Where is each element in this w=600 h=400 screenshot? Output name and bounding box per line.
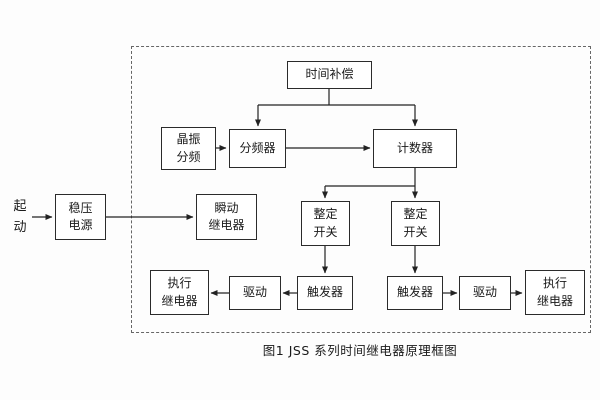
start-label-line1: 起 [13,199,27,215]
block-time-compensation-label: 时间补偿 [305,67,354,82]
block-drive-left-label: 驱动 [242,285,267,300]
block-instant-relay: 瞬动 继电器 [196,194,257,240]
block-trigger-right: 触发器 [387,276,443,310]
block-exec-relay-right-line1: 执行 [542,276,567,291]
block-crystal-line2: 分频 [176,149,201,164]
block-setting-switch-right: 整定 开关 [391,201,440,246]
block-power-supply-line2: 电源 [68,218,93,232]
block-counter: 计数器 [373,129,457,168]
diagram-caption: 图1 JSS 系列时间继电器原理框图 [262,343,458,358]
block-exec-relay-left: 执行 继电器 [150,270,209,315]
block-drive-right-label: 驱动 [472,285,497,300]
block-setting-switch-left: 整定 开关 [301,201,350,246]
block-setting-switch-left-line1: 整定 [313,207,338,222]
block-exec-relay-left-line1: 执行 [167,276,192,291]
block-drive-left: 驱动 [229,276,281,310]
block-setting-switch-left-line2: 开关 [313,224,338,239]
block-crystal-divider: 晶振 分频 [161,127,216,170]
block-setting-switch-right-line1: 整定 [403,207,428,222]
block-instant-relay-line2: 继电器 [208,218,245,232]
block-power-supply: 稳压 电源 [55,194,106,240]
start-label: 起 动 [6,195,34,241]
block-trigger-right-label: 触发器 [396,285,433,300]
block-exec-relay-right-line2: 继电器 [536,293,573,308]
start-label-line2: 动 [13,220,27,235]
block-exec-relay-right: 执行 继电器 [525,270,585,315]
block-instant-relay-line1: 瞬动 [214,200,239,215]
block-frequency-divider: 分频器 [229,129,286,168]
block-setting-switch-right-line2: 开关 [403,224,428,239]
block-trigger-left-label: 触发器 [306,285,343,300]
dashed-boundary [131,46,591,333]
block-crystal-line1: 晶振 [176,132,201,147]
block-frequency-divider-label: 分频器 [239,140,276,155]
block-time-compensation: 时间补偿 [287,61,372,89]
block-exec-relay-left-line2: 继电器 [161,293,198,308]
block-trigger-left: 触发器 [297,276,353,310]
block-drive-right: 驱动 [459,276,511,310]
block-counter-label: 计数器 [396,140,433,155]
block-power-supply-line1: 稳压 [68,200,93,215]
